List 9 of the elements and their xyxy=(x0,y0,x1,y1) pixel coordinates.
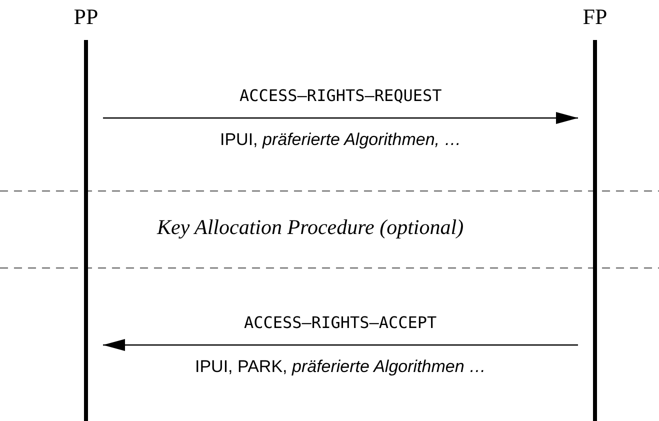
message-label: ACCESS–RIGHTS–REQUEST xyxy=(240,86,442,105)
message-arrow xyxy=(103,339,578,351)
message-parameters: IPUI, präferierte Algorithmen, … xyxy=(220,130,462,150)
participant-name: FP xyxy=(582,4,608,30)
section-note: Key Allocation Procedure (optional) xyxy=(157,215,464,240)
message-arrow xyxy=(103,112,578,124)
participant-name: PP xyxy=(72,4,100,30)
message-parameters: IPUI, PARK, präferierte Algorithmen … xyxy=(195,357,486,377)
message-label: ACCESS–RIGHTS–ACCEPT xyxy=(244,313,437,332)
